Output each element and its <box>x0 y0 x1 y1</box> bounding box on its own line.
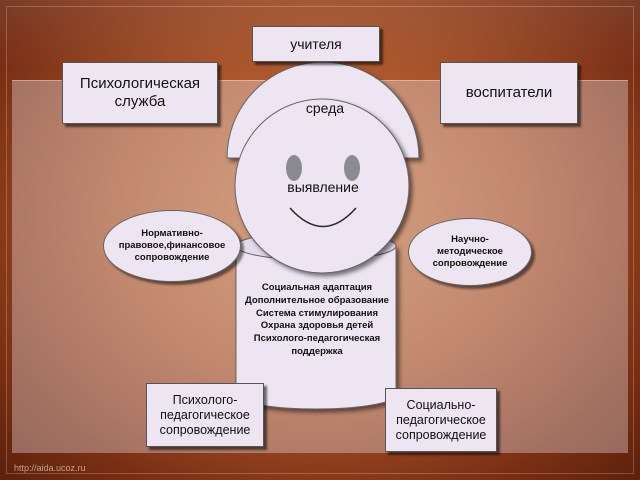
core-item: Психолого-педагогическая поддержка <box>253 333 381 358</box>
educators-label: воспитатели <box>465 84 553 101</box>
core-item: Охрана здоровья детей <box>260 320 374 332</box>
core-item: Система стимулирования <box>255 307 379 319</box>
detection-label: выявление <box>287 179 359 195</box>
normative-ellipse: Нормативно-правовое,финансовое сопровожд… <box>103 210 241 282</box>
smile <box>289 207 357 228</box>
right-eye <box>344 155 360 181</box>
normative-label: Нормативно-правовое,финансовое сопровожд… <box>118 228 226 263</box>
psych-ped-box: Психолого-педагогическое сопровождение <box>146 383 264 447</box>
social-ped-label: Социально-педагогическое сопровождение <box>395 397 487 442</box>
watermark: http://aida.ucoz.ru <box>14 463 86 473</box>
scientific-ellipse: Научно-методическое сопровождение <box>408 218 532 286</box>
core-item: Дополнительное образование <box>245 294 389 306</box>
social-ped-box: Социально-педагогическое сопровождение <box>385 388 497 452</box>
teachers-label: учителя <box>290 35 342 52</box>
environment-label: среда <box>305 100 345 116</box>
teachers-box: учителя <box>252 26 380 62</box>
psych-ped-label: Психолого-педагогическое сопровождение <box>159 392 251 437</box>
left-eye <box>286 155 302 181</box>
core-item: Социальная адаптация <box>261 282 373 293</box>
psych-service-box: Психологическая служба <box>62 62 218 124</box>
scientific-label: Научно-методическое сопровождение <box>432 234 508 269</box>
psych-service-label: Психологическая служба <box>79 75 201 110</box>
face-circle <box>234 98 410 274</box>
educators-box: воспитатели <box>440 62 578 124</box>
core-items-list: Социальная адаптация Дополнительное обра… <box>240 282 394 359</box>
